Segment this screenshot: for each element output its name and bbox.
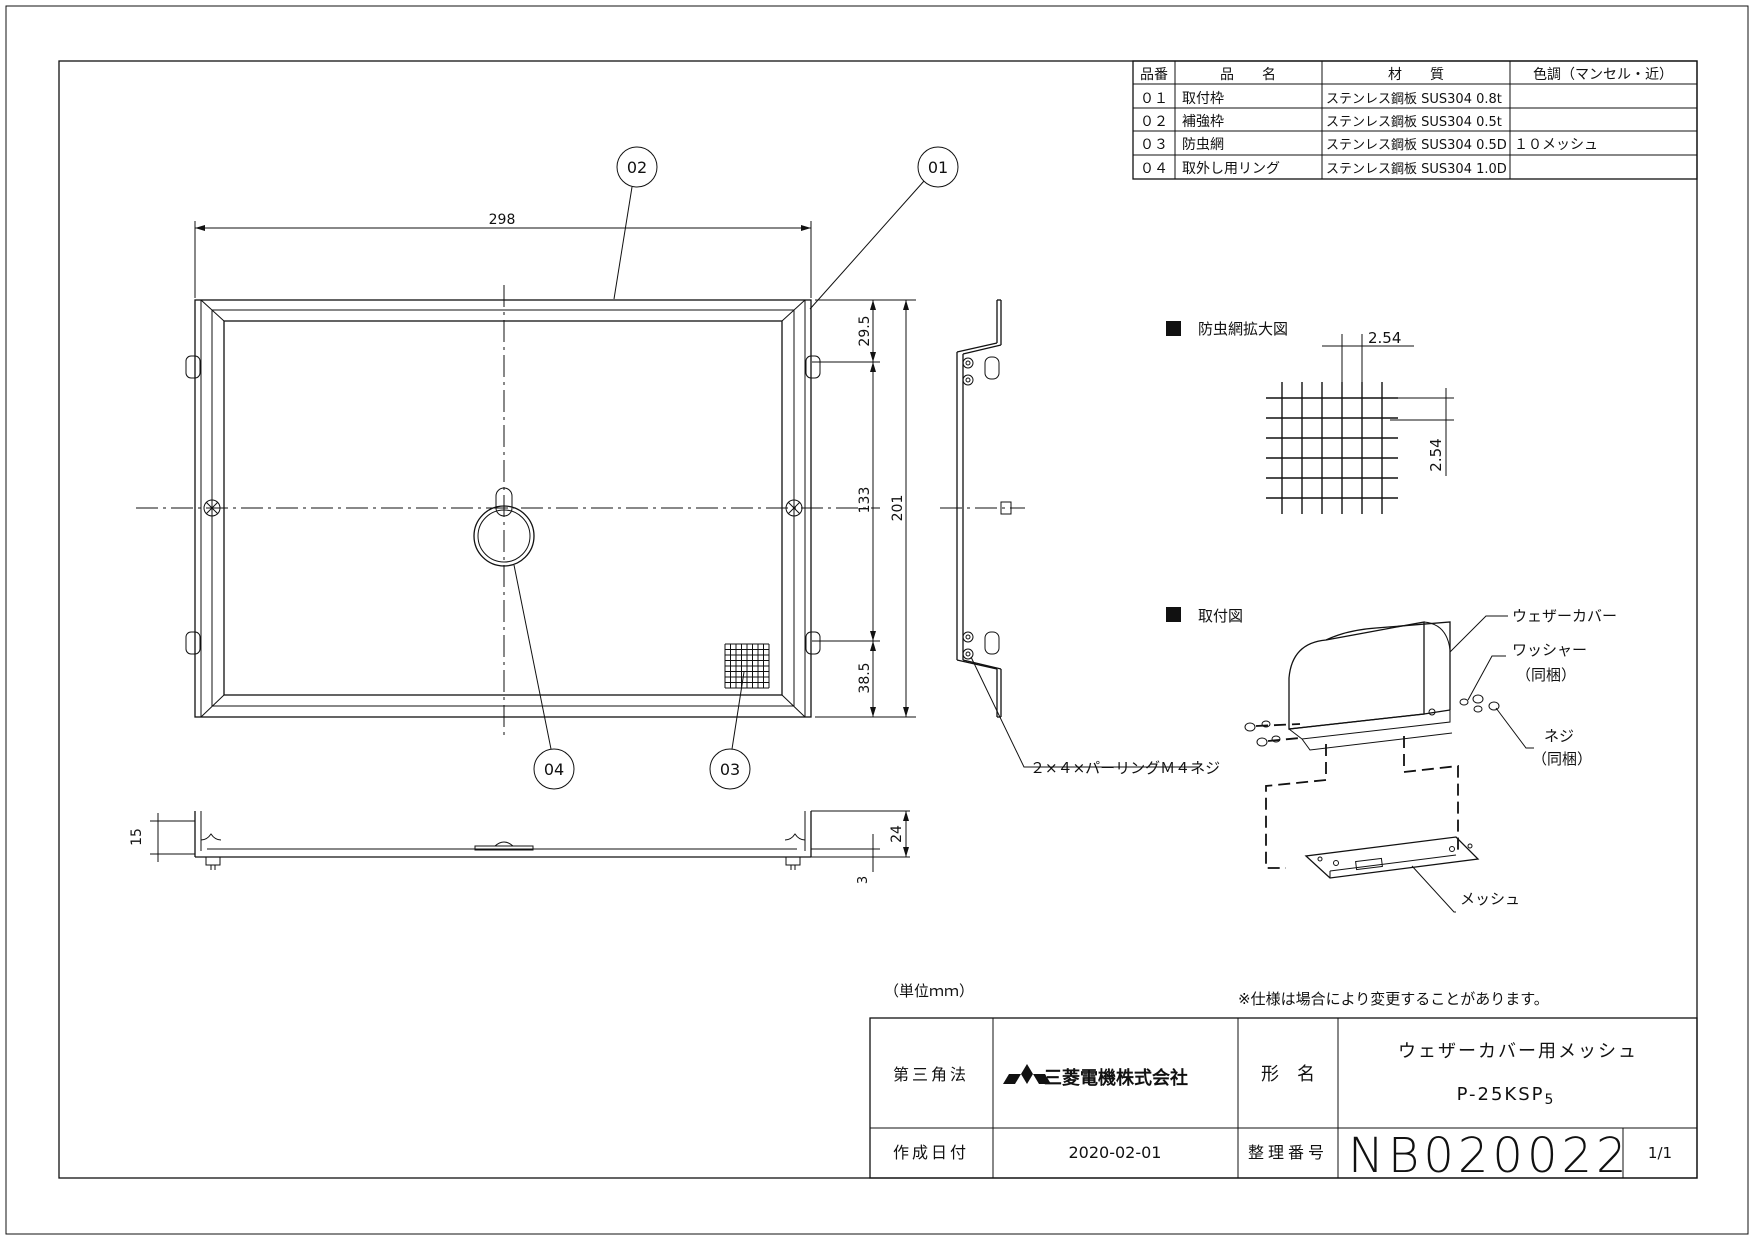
parts-table: 品番 品 名 材 質 色調（マンセル・近） ０１ 取付枠 ステンレス鋼板 SUS… (1132, 60, 1698, 180)
removal-ring (473, 487, 535, 567)
model-number-main: P-25KSP (1457, 1084, 1545, 1105)
table-row-material: ステンレス鋼板 SUS304 0.5D (1326, 138, 1507, 153)
table-header-material: 材 質 (1388, 67, 1444, 83)
table-row-material: ステンレス鋼板 SUS304 0.5t (1326, 115, 1502, 130)
callout-01: 01 (809, 146, 959, 310)
install-diagram: 取付図 (1166, 607, 1617, 913)
front-view (136, 285, 880, 735)
mesh-patch (724, 643, 770, 689)
drawing-frame (58, 60, 1698, 1179)
table-row-no: ０４ (1140, 161, 1168, 177)
screw-hole-icon (203, 499, 221, 517)
date-value: 2020-02-01 (1069, 1143, 1162, 1162)
mounting-tab (185, 631, 201, 655)
square-bullet-icon (1166, 607, 1181, 622)
table-row-no: ０３ (1140, 137, 1168, 153)
table-row-material: ステンレス鋼板 SUS304 0.8t (1326, 92, 1502, 107)
mesh-detail-title: 防虫網拡大図 (1198, 320, 1288, 338)
table-row-material: ステンレス鋼板 SUS304 1.0D (1326, 162, 1507, 177)
callout-04: 04 (513, 564, 575, 790)
unit-note: （単位ｍｍ） (884, 982, 974, 1000)
mesh-label: メッシュ (1460, 890, 1520, 908)
doc-label: 整理番号 (1248, 1143, 1328, 1162)
table-header-no: 品番 (1140, 67, 1168, 83)
screw-note-2: （同梱） (1532, 750, 1592, 768)
date-label: 作成日付 (893, 1143, 969, 1162)
washer-icon (1244, 694, 1500, 747)
mitsubishi-logo (1003, 1064, 1051, 1084)
dimension-total-height: 201 (890, 495, 906, 522)
callout-03-label: 03 (720, 760, 740, 779)
bottom-view: 15 24 3 (129, 810, 910, 884)
table-row-color: １０メッシュ (1514, 137, 1598, 153)
dimension-top-offset: 29.5 (857, 315, 873, 346)
callout-02: 02 (613, 146, 658, 300)
table-row-name: 取付枠 (1182, 91, 1224, 107)
table-row-no: ０２ (1140, 114, 1168, 130)
outer-border (5, 5, 1749, 1235)
callout-02-label: 02 (627, 158, 647, 177)
callout-01-label: 01 (928, 158, 948, 177)
product-name: ウェザーカバー用メッシュ (1398, 1041, 1638, 1062)
mesh-pitch-y: 2.54 (1427, 438, 1445, 471)
dimension-side-15: 15 (129, 828, 145, 846)
company-name: 三菱電機株式会社 (1044, 1067, 1188, 1089)
table-header-color: 色調（マンセル・近） (1533, 66, 1673, 83)
model-label: 形 名 (1261, 1064, 1315, 1085)
callout-04-label: 04 (544, 760, 564, 779)
install-title: 取付図 (1198, 607, 1243, 625)
screw-hole-icon (785, 499, 803, 517)
table-row-name: 防虫網 (1182, 137, 1224, 153)
washer-note: （同梱） (1516, 666, 1576, 684)
sheet-number: 1/1 (1648, 1144, 1672, 1162)
mounting-tab (805, 355, 821, 379)
table-row-name: 補強枠 (1182, 114, 1224, 130)
model-number: P-25KSP5 (1457, 1084, 1556, 1108)
dimension-mid: 133 (857, 487, 873, 514)
table-header-name: 品 名 (1220, 67, 1276, 83)
screw-note: ２×４×パーリングＭ４ネジ (1030, 759, 1220, 777)
mesh-pitch-x: 2.54 (1368, 329, 1401, 347)
screw-icon (962, 357, 974, 660)
washer-label: ワッシャー (1512, 641, 1587, 659)
table-row-no: ０１ (1140, 91, 1168, 107)
table-row-name: 取外し用リング (1182, 161, 1280, 177)
dimension-width: 298 (194, 212, 812, 298)
side-view: ２×４×パーリングＭ４ネジ (940, 299, 1220, 777)
dimension-vertical: 29.5 133 38.5 201 (812, 299, 916, 718)
weather-cover-label: ウェザーカバー (1512, 607, 1617, 625)
doc-number: NB020022 (1348, 1128, 1631, 1184)
spec-note: ※仕様は場合により変更することがあります。 (1238, 990, 1549, 1008)
dimension-side-3: 3 (856, 876, 871, 884)
dimension-bottom-offset: 38.5 (857, 662, 873, 693)
mesh-grid (1266, 382, 1398, 514)
mounting-tab (805, 631, 821, 655)
model-number-suffix: 5 (1545, 1092, 1556, 1108)
dimension-side-24: 24 (889, 825, 905, 843)
screw-label: ネジ (1544, 727, 1574, 745)
square-bullet-icon (1166, 321, 1181, 336)
mesh-detail: 防虫網拡大図 2.54 2.54 (1166, 320, 1454, 514)
callout-03: 03 (709, 671, 751, 790)
mounting-tab (185, 355, 201, 379)
projection-label: 第三角法 (893, 1065, 969, 1084)
dimension-width-label: 298 (489, 212, 516, 228)
title-block: 第三角法 三菱電機株式会社 形 名 ウェザーカバー用メッシュ P-25KSP5 … (869, 1017, 1698, 1184)
